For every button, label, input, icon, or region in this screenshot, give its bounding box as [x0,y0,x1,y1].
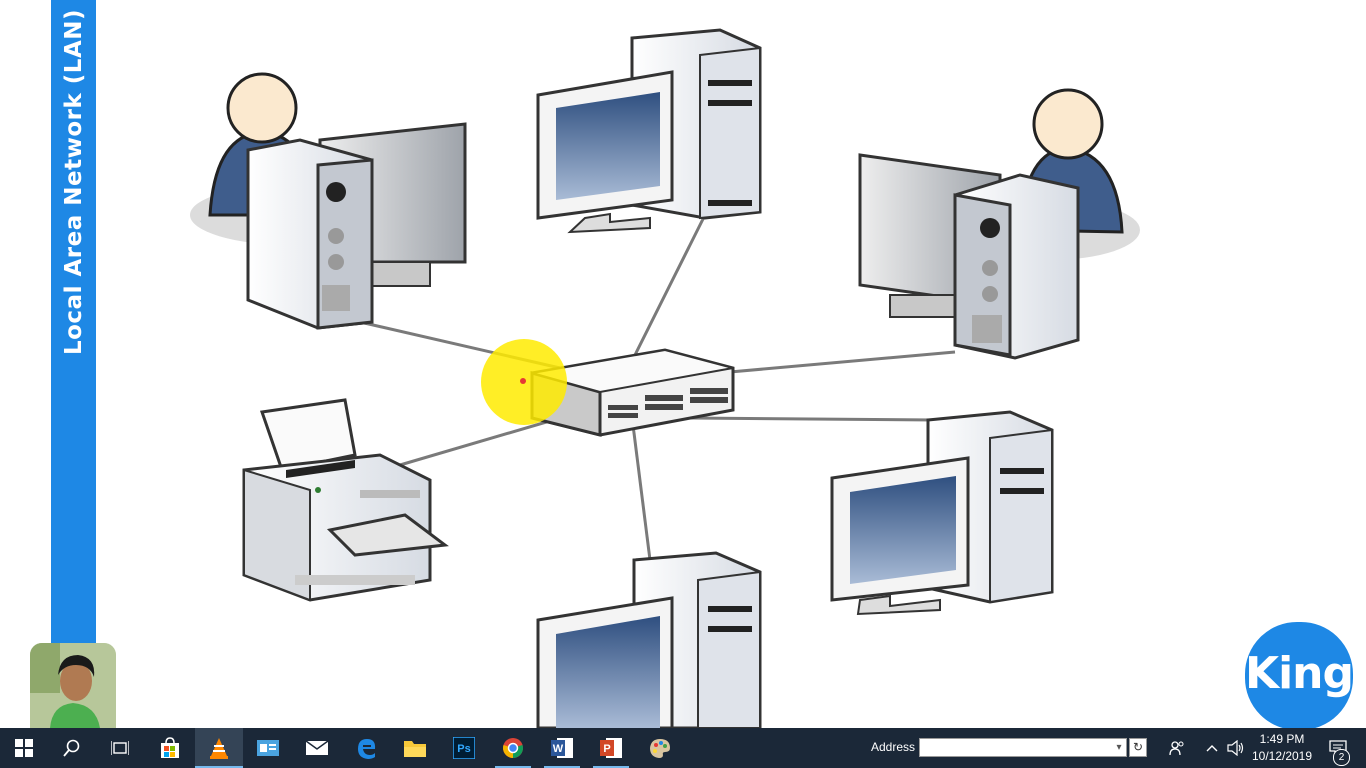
show-hidden-icons-button[interactable] [1200,728,1224,768]
brand-logo: King [1243,620,1355,728]
clock-time: 1:49 PM [1259,732,1305,746]
lan-diagram [190,28,1140,728]
word-icon: W [551,738,573,758]
start-button[interactable] [0,728,48,768]
clock-date: 10/12/2019 [1251,749,1313,763]
desktop-computer-right [830,410,1054,616]
user-workstation-left [190,72,467,330]
presenter-webcam [30,643,116,728]
notification-count-badge: 2 [1333,749,1350,766]
photoshop-button[interactable]: Ps [440,728,488,768]
people-icon [1169,741,1184,756]
store-bag-icon [161,737,179,758]
title-sidebar [51,0,96,645]
photoshop-icon: Ps [453,737,475,759]
word-button[interactable]: W [538,728,586,768]
contacts-button[interactable] [244,728,292,768]
paint-button[interactable] [636,728,684,768]
volume-button[interactable] [1224,728,1248,768]
chevron-up-icon [1206,745,1218,752]
edge-button[interactable] [342,728,390,768]
chevron-down-icon[interactable]: ▾ [1116,742,1122,753]
search-button[interactable] [48,728,96,768]
powerpoint-icon: P [600,738,622,758]
video-frame: Local Area Network (LAN) [30,0,1355,728]
windows-logo-icon [15,739,33,757]
desktop-computer-top [536,28,762,234]
desktop-computer-bottom [536,551,762,728]
svg-text:P: P [603,743,610,755]
people-button[interactable] [1162,728,1192,768]
powerpoint-button[interactable]: P [587,728,635,768]
refresh-icon[interactable]: ↻ [1129,738,1147,757]
paint-palette-icon [650,739,670,758]
user-workstation-right [858,88,1140,360]
address-input[interactable] [919,738,1127,757]
address-toolbar-label: Address [871,740,916,754]
vlc-button[interactable] [195,728,243,768]
store-button[interactable] [146,728,194,768]
task-view-icon [111,741,129,755]
contact-card-icon [257,740,279,756]
task-view-button[interactable] [96,728,144,768]
folder-icon [404,741,426,757]
printer [242,398,449,602]
svg-text:W: W [553,743,564,755]
edge-icon [358,739,376,759]
svg-text:Ps: Ps [457,743,470,755]
search-icon [63,739,80,757]
vlc-cone-icon [210,738,228,759]
file-explorer-button[interactable] [391,728,439,768]
speaker-icon [1227,740,1244,756]
mouse-pointer-icon [520,378,526,384]
chrome-button[interactable] [489,728,537,768]
windows-taskbar: Ps W P Address ▾ ↻ [0,728,1366,768]
mail-icon [305,740,329,755]
mail-button[interactable] [293,728,341,768]
chrome-icon [503,738,523,758]
